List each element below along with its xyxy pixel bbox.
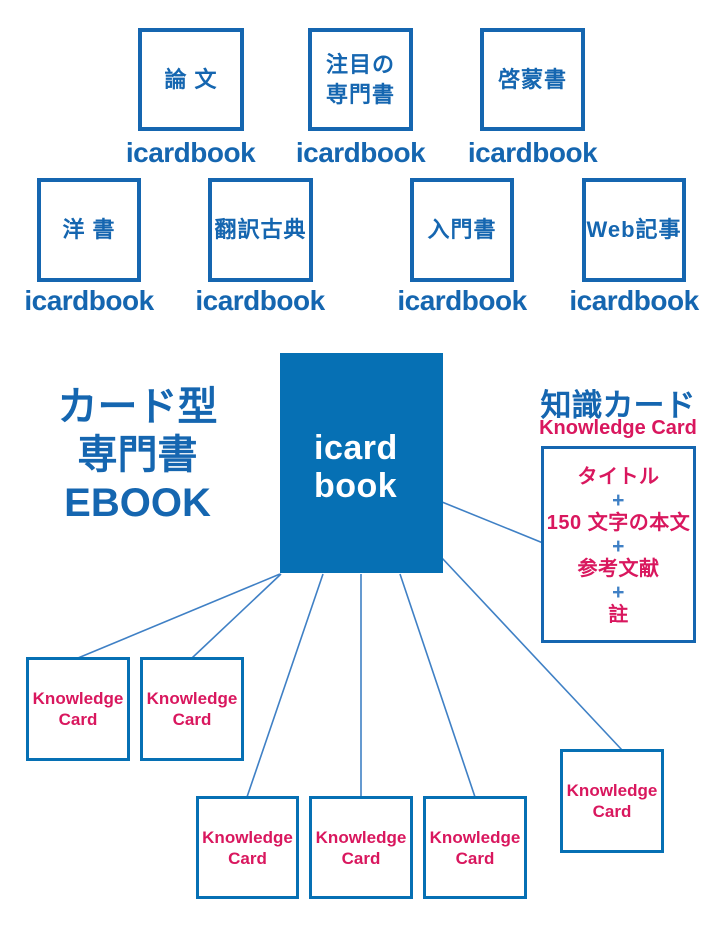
structure-item-title: タイトル [577,466,660,488]
source-box-label: 論 文 [164,66,218,92]
knowledge-card-structure-box: タイトル + 150 文字の本文 + 参考文献 + 註 [541,446,696,643]
icardbook-center-label: icard book [314,429,398,505]
structure-item-body: 150 文字の本文 [546,512,691,534]
source-box-label: 注目の 専門書 [325,51,395,107]
source-box-translated-classics: 翻訳古典 [208,178,313,282]
icardbook-caption: icardbook [125,137,256,168]
icardbook-caption: icardbook [195,285,325,316]
icardbook-caption: icardbook [569,285,699,316]
knowledge-card-label: Knowledge Card [429,827,521,868]
knowledge-card-box: Knowledge Card [309,796,413,899]
connector-line [246,573,324,798]
source-box-web-articles: Web記事 [582,178,686,282]
source-box-label: 啓蒙書 [497,66,567,92]
source-box-enlightenment-books: 啓蒙書 [480,28,585,131]
knowledge-card-label: Knowledge Card [32,689,124,729]
knowledge-card-box: Knowledge Card [423,796,527,899]
knowledge-card-box: Knowledge Card [140,657,244,761]
source-box-papers: 論 文 [138,28,244,131]
knowledge-card-box: Knowledge Card [196,796,299,899]
knowledge-card-label: Knowledge Card [566,781,658,821]
knowledge-card-heading-jp: 知識カード [540,388,696,423]
source-box-introductory-books: 入門書 [410,178,514,282]
connector-line [77,573,281,659]
source-box-label: 翻訳古典 [214,217,307,243]
plus-icon: + [612,581,625,604]
structure-item-notes: 註 [608,604,629,626]
source-box-label: 入門書 [427,217,497,243]
connector-line [441,501,544,544]
structure-item-references: 参考文献 [577,558,660,580]
knowledge-card-heading-en: Knowledge Card [539,417,697,439]
icardbook-center-box: icard book [280,353,443,573]
icardbook-caption: icardbook [467,137,598,168]
knowledge-card-box: Knowledge Card [560,749,664,853]
icardbook-caption: icardbook [295,137,426,168]
connector-line [441,557,623,751]
connector-line [399,573,476,798]
card-ebook-headline: カード型 専門書 EBOOK [57,385,218,525]
connector-line [191,573,282,659]
plus-icon: + [612,535,625,558]
source-box-label: Web記事 [586,217,682,243]
knowledge-card-label: Knowledge Card [315,827,407,868]
source-box-featured-books: 注目の 専門書 [308,28,413,131]
source-box-label: 洋 書 [62,217,116,243]
source-box-western-books: 洋 書 [37,178,141,282]
icardbook-caption: icardbook [397,285,527,316]
plus-icon: + [612,489,625,512]
icardbook-caption: icardbook [24,285,154,316]
knowledge-card-box: Knowledge Card [26,657,130,761]
knowledge-card-label: Knowledge Card [146,689,238,729]
knowledge-card-label: Knowledge Card [202,827,293,868]
